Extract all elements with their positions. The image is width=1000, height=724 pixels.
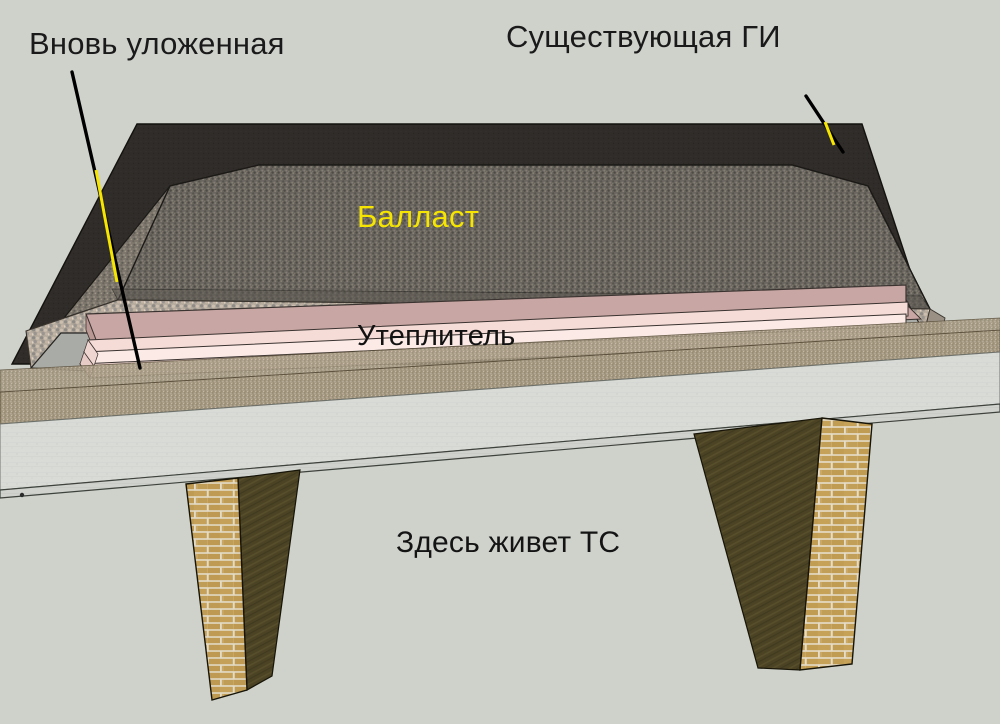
label-ballast: Балласт — [357, 199, 480, 234]
label-existing-waterproofing: Существующая ГИ — [506, 19, 781, 54]
leader-existing-wp — [804, 94, 845, 154]
label-insulation: Утеплитель — [357, 320, 516, 352]
brick-column-right — [693, 417, 873, 671]
screed-layer — [0, 317, 1000, 425]
label-newly-laid: Вновь уложенная — [29, 26, 285, 61]
stray-dot-artifact — [19, 492, 25, 498]
label-ts-lives-here: Здесь живет ТС — [396, 526, 621, 559]
insulation-boards — [79, 284, 923, 379]
leader-newly-laid — [70, 70, 142, 370]
brick-column-left — [185, 469, 301, 701]
